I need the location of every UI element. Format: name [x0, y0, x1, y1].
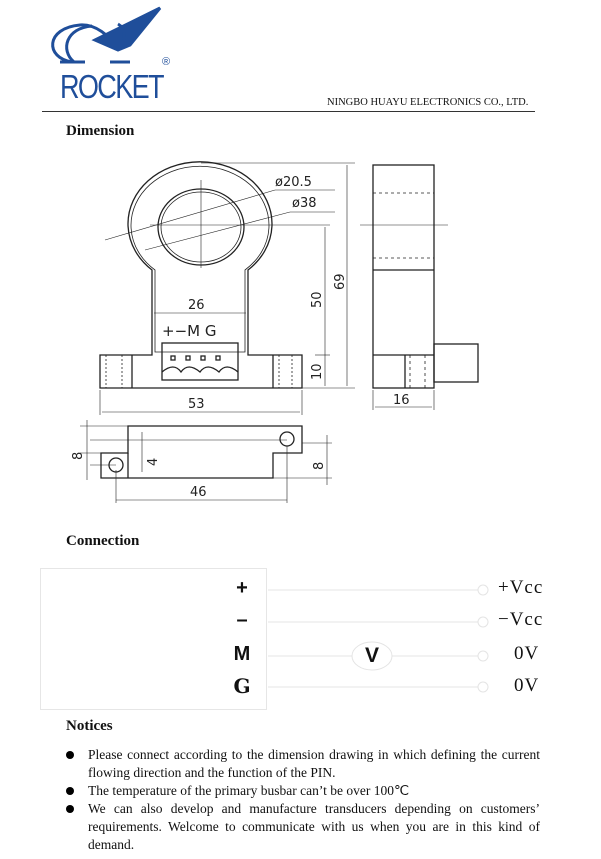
- signal-minus-vcc: −Vcc: [498, 609, 544, 630]
- notice-item: We can also develop and manufacture tran…: [64, 800, 540, 854]
- dim-neck-width: 26: [188, 298, 205, 313]
- rocket-logo-icon: [51, 6, 162, 64]
- company-name: NINGBO HUAYU ELECTRONICS CO., LTD.: [327, 97, 529, 108]
- connection-heading: Connection: [66, 533, 140, 549]
- dim-depth: 16: [393, 393, 410, 408]
- notices-heading: Notices: [66, 718, 113, 734]
- pin-minus: –: [236, 609, 248, 631]
- dim-base-height: 10: [310, 363, 325, 380]
- front-view-drawing: ø20.5 ø38 26 +−M G 53 69 50 10: [99, 161, 355, 415]
- notices-list: Please connect according to the dimensio…: [64, 746, 540, 854]
- registered-mark: ®: [162, 56, 171, 68]
- dim-total-height: 69: [333, 273, 348, 290]
- voltmeter-symbol: V: [364, 644, 379, 667]
- dim-bottom-height: 8: [71, 452, 86, 460]
- dim-bottom-offset: 4: [146, 458, 161, 466]
- dim-bottom-right: 8: [312, 462, 327, 470]
- pin-marks: +−M G: [162, 322, 216, 340]
- notice-item: The temperature of the primary busbar ca…: [64, 782, 540, 800]
- pin-plus: +: [236, 577, 248, 599]
- dim-inner-diameter: ø20.5: [275, 175, 312, 190]
- signal-0v-m: 0V: [514, 643, 540, 664]
- connection-wires: [268, 584, 489, 693]
- notice-item: Please connect according to the dimensio…: [64, 746, 540, 782]
- dim-center-height: 50: [310, 291, 325, 308]
- header-divider: [42, 111, 535, 112]
- dim-base-width: 53: [188, 397, 205, 412]
- signal-plus-vcc: +Vcc: [498, 577, 544, 598]
- logo-text: ROCKET: [60, 68, 165, 105]
- dimension-heading: Dimension: [66, 123, 135, 139]
- pin-m: M: [233, 643, 251, 665]
- dim-hole-spacing: 46: [190, 485, 207, 500]
- transducer-box: [40, 568, 267, 710]
- bottom-view-drawing: 8 4 8 46: [71, 420, 332, 503]
- signal-0v-g: 0V: [514, 675, 540, 696]
- dim-outer-diameter: ø38: [292, 196, 317, 211]
- pin-g: G: [233, 674, 251, 698]
- side-view-drawing: 16: [360, 164, 479, 410]
